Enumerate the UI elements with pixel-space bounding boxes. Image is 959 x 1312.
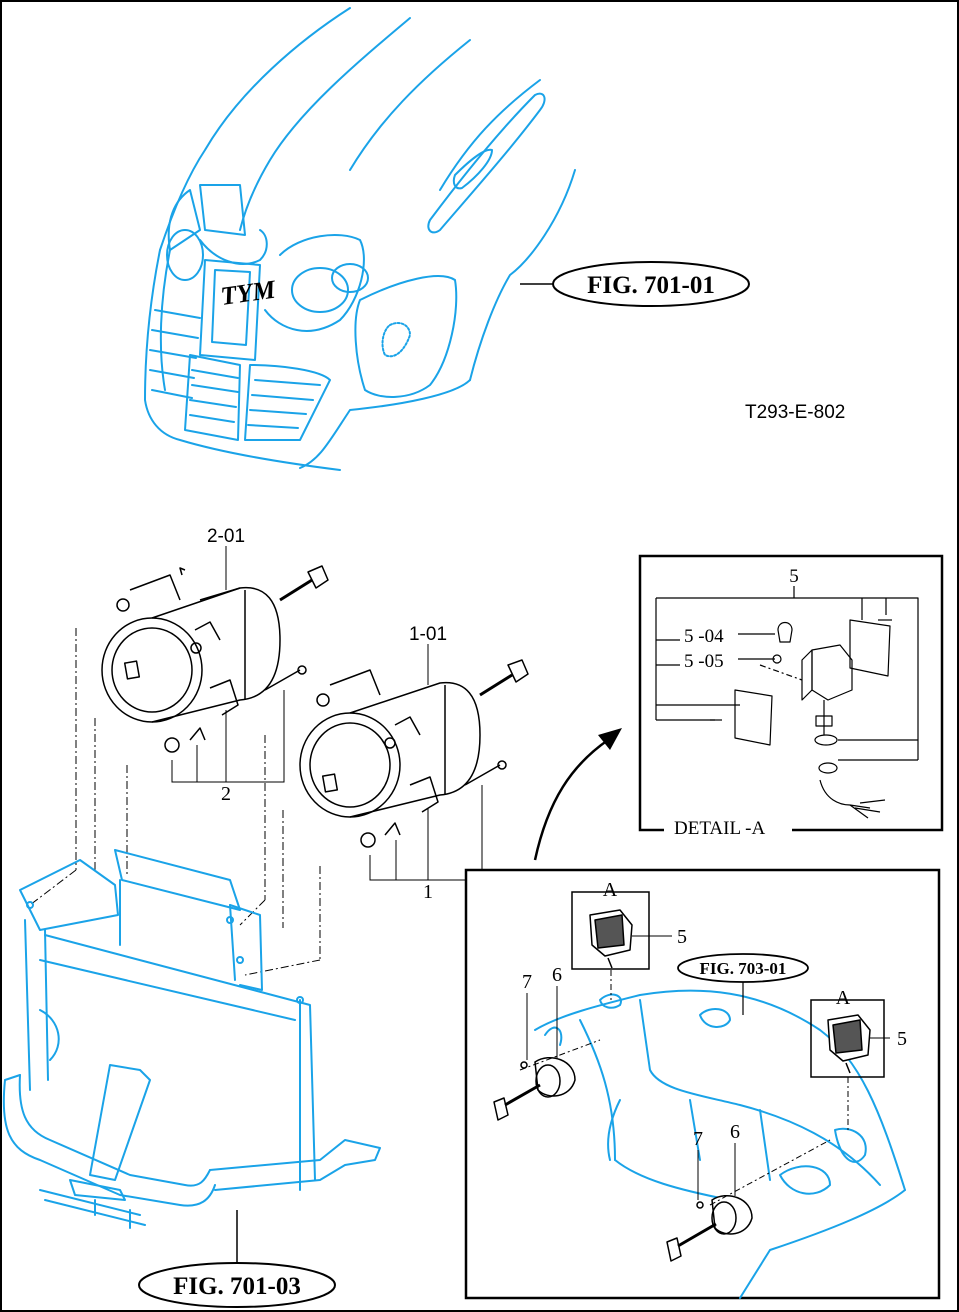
fig-701-03-callout[interactable]: FIG. 701-03 (138, 1210, 336, 1308)
callout-6-bottom: 6 (730, 1121, 740, 1143)
callout-7-bottom: 7 (693, 1128, 703, 1150)
hood-illustration (144, 7, 576, 471)
headlamp-2-leaders (171, 546, 285, 783)
callout-7-top: 7 (522, 971, 532, 993)
fig-701-01-callout[interactable]: FIG. 701-01 (520, 261, 750, 307)
detail-a-caption: DETAIL -A (674, 818, 765, 839)
fender-panel: FIG. 703-01 A A 5 5 6 7 6 7 (464, 868, 941, 1300)
callout-5-right: 5 (897, 1028, 907, 1050)
detail-arrow (533, 728, 622, 861)
callout-2-01: 2-01 (207, 526, 245, 547)
detail-a-panel: 5 5 -04 5 -05 DETAIL -A (638, 554, 944, 839)
fig-703-01-label: FIG. 703-01 (700, 959, 787, 978)
detail-a-callout-socket: 5 -05 (684, 651, 724, 672)
callout-2: 2 (221, 783, 231, 805)
detail-a-callout-5: 5 (789, 566, 799, 587)
fig-703-01-callout[interactable]: FIG. 703-01 (677, 953, 809, 1015)
view-a-label-top: A (603, 879, 618, 901)
front-guard-illustration (2, 849, 381, 1229)
fig-701-01-label: FIG. 701-01 (587, 272, 715, 299)
drawing-code: T293-E-802 (745, 402, 845, 423)
hood-logo: TYM (219, 274, 278, 310)
fig-701-03-label: FIG. 701-03 (173, 1273, 301, 1300)
assembly-lines (29, 628, 321, 976)
callout-5-top: 5 (677, 926, 687, 948)
callout-6-top: 6 (552, 964, 562, 986)
callout-1: 1 (423, 881, 433, 903)
callout-1-01: 1-01 (409, 624, 447, 645)
view-a-label-right: A (836, 987, 851, 1009)
headlamp-1-leaders (369, 644, 483, 881)
headlamp-assembly-2 (101, 565, 329, 753)
detail-a-callout-bulb: 5 -04 (684, 626, 724, 647)
headlamp-assembly-1 (299, 659, 529, 848)
